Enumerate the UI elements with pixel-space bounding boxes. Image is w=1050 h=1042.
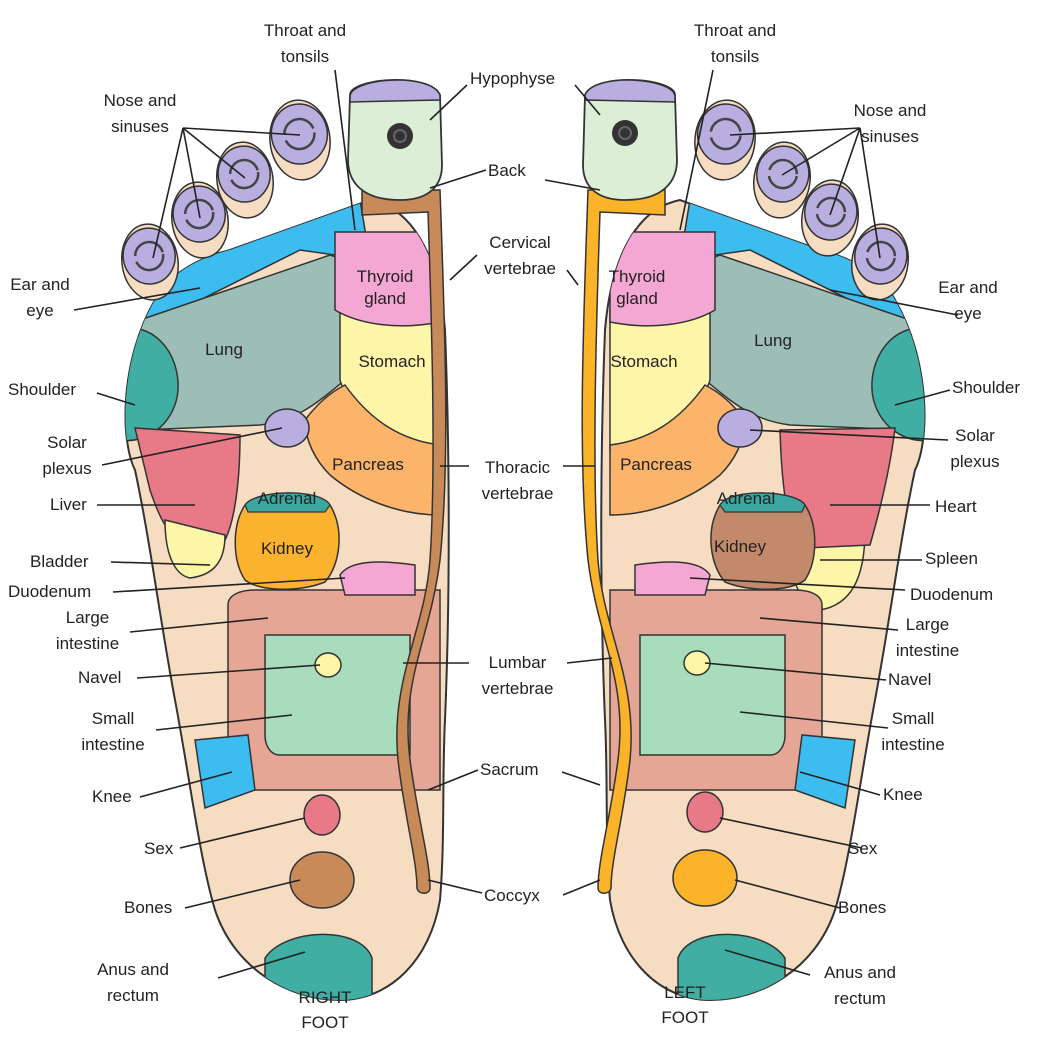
label-cervical-vertebrae: Cervical vertebrae xyxy=(484,233,556,278)
right-zone-stomach: Stomach xyxy=(358,352,425,371)
title-right-foot: RIGHT FOOT xyxy=(298,988,352,1032)
label-nose-sinuses-left: Nose and sinuses xyxy=(853,101,927,146)
left-zone-thyroid-1: Thyroid xyxy=(609,267,666,286)
left-zone-adrenal: Adrenal xyxy=(717,489,776,508)
right-zone-thyroid-1: Thyroid xyxy=(357,267,414,286)
left-zone-stomach: Stomach xyxy=(610,352,677,371)
left-toe-swirl-icon xyxy=(709,117,742,151)
left-spine xyxy=(581,189,666,894)
left-big-toe-tip xyxy=(584,79,676,103)
label-duodenum-right: Duodenum xyxy=(8,582,92,601)
left-duodenum-zone xyxy=(634,561,711,596)
label-knee-right: Knee xyxy=(92,787,132,806)
label-anus-rectum-right: Anus and rectum xyxy=(97,960,169,1005)
label-throat-tonsils-left: Throat and tonsils xyxy=(693,21,777,66)
left-bones-zone xyxy=(672,849,738,907)
left-adrenal-zone xyxy=(719,492,806,513)
label-navel-left: Navel xyxy=(888,670,932,689)
label-anus-rectum-left: Anus and rectum xyxy=(824,963,896,1008)
right-zone-kidney: Kidney xyxy=(261,539,313,558)
right-toe-swirl-icon xyxy=(228,158,260,190)
right-big-toe-tip xyxy=(349,79,441,103)
left-zone-pancreas: Pancreas xyxy=(620,455,692,474)
label-ear-eye-left: Ear and eye xyxy=(938,278,998,323)
leader-lines xyxy=(73,69,959,979)
right-foot: Thyroid gland Stomach Lung Pancreas Adren… xyxy=(121,79,450,1002)
label-back: Back xyxy=(488,161,526,180)
label-heart-left: Heart xyxy=(935,497,977,516)
label-small-intestine-right: Small intestine xyxy=(81,709,145,754)
left-zone-thyroid-2: gland xyxy=(616,289,658,308)
right-bones-zone xyxy=(289,851,355,909)
label-sex-left: Sex xyxy=(848,839,878,858)
right-toe-swirl-icon xyxy=(133,240,165,272)
label-small-intestine-left: Small intestine xyxy=(881,709,945,754)
label-shoulder-left: Shoulder xyxy=(952,378,1021,397)
left-solar-plexus-zone xyxy=(717,408,763,448)
label-solar-plexus-right: Solar plexus xyxy=(42,433,92,478)
left-hypophyse-point xyxy=(612,120,638,146)
label-ear-eye-right: Ear and eye xyxy=(10,275,70,320)
label-large-intestine-left: Large intestine xyxy=(895,615,960,660)
label-spleen-left: Spleen xyxy=(925,549,978,568)
label-lumbar-vertebrae: Lumbar vertebrae xyxy=(481,653,554,698)
label-bladder-right: Bladder xyxy=(30,552,89,571)
label-throat-tonsils-right: Throat and tonsils xyxy=(263,21,347,66)
right-zone-adrenal: Adrenal xyxy=(258,489,317,508)
right-knee-zone xyxy=(194,734,256,810)
label-sacrum: Sacrum xyxy=(480,760,539,779)
label-shoulder-right: Shoulder xyxy=(8,380,77,399)
label-bones-left: Bones xyxy=(838,898,887,917)
label-thoracic-vertebrae: Thoracic vertebrae xyxy=(481,458,554,503)
right-spine xyxy=(361,189,447,894)
right-small-toes xyxy=(121,99,331,301)
right-hypophyse-point xyxy=(387,123,413,149)
left-zone-kidney: Kidney xyxy=(714,537,766,556)
right-zone-lung: Lung xyxy=(205,340,243,359)
right-zone-thyroid: Thyroid gland xyxy=(357,267,414,308)
left-thyroid-zone xyxy=(609,231,716,327)
right-small-intestine-zone xyxy=(264,634,411,756)
label-duodenum-left: Duodenum xyxy=(910,585,994,604)
right-duodenum-zone xyxy=(339,561,416,596)
right-solar-plexus-zone xyxy=(264,408,310,448)
right-sex-zone xyxy=(303,794,341,836)
left-small-toes xyxy=(694,99,909,301)
label-solar-plexus-left: Solar plexus xyxy=(950,426,1000,471)
label-hypophyse: Hypophyse xyxy=(470,69,556,88)
label-coccyx: Coccyx xyxy=(484,886,540,905)
right-ear-eye-zone xyxy=(125,200,371,331)
left-foot: Thyroid gland Stomach Lung Pancreas Adren… xyxy=(581,79,926,1002)
title-left-foot: LEFT FOOT xyxy=(661,983,709,1027)
left-toe-swirl-icon xyxy=(815,196,847,228)
label-nose-sinuses-right: Nose and sinuses xyxy=(103,91,177,136)
label-knee-left: Knee xyxy=(883,785,923,804)
right-zone-thyroid-2: gland xyxy=(364,289,406,308)
label-bones-right: Bones xyxy=(124,898,173,917)
left-toe-swirl-icon xyxy=(767,158,799,190)
label-large-intestine-right: Large intestine xyxy=(55,608,120,653)
left-pancreas-zone xyxy=(609,384,746,516)
label-liver-right: Liver xyxy=(50,495,87,514)
right-adrenal-zone xyxy=(244,492,331,513)
left-zone-lung: Lung xyxy=(754,331,792,350)
left-small-intestine-zone xyxy=(639,634,786,756)
left-sex-zone xyxy=(686,791,724,833)
label-sex-right: Sex xyxy=(144,839,174,858)
right-zone-pancreas: Pancreas xyxy=(332,455,404,474)
left-zone-thyroid: Thyroid gland xyxy=(609,267,666,308)
label-navel-right: Navel xyxy=(78,668,122,687)
